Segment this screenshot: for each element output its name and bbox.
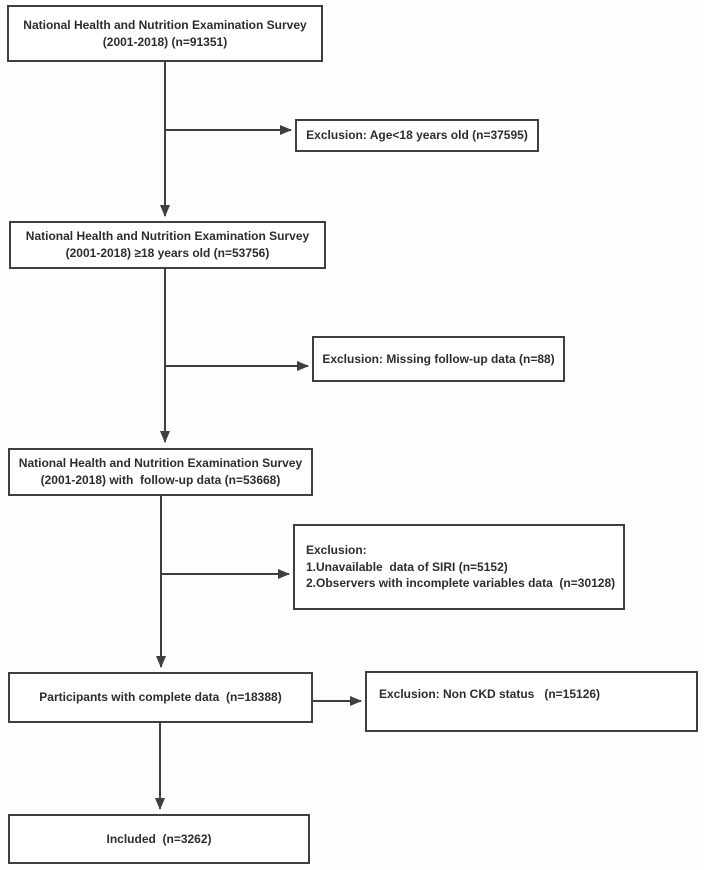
node-nhanes-adults: National Health and Nutrition Examinatio… [9, 221, 326, 269]
node-text-line: Exclusion: Non CKD status (n=15126) [379, 687, 601, 701]
node-exclusion-age: Exclusion: Age<18 years old (n=37595) [295, 119, 539, 152]
node-text-line: Exclusion: Missing follow-up data (n=88) [322, 351, 555, 366]
node-exclusion-siri: Exclusion: 1.Unavailable data of SIRI (n… [293, 524, 625, 610]
node-text-line: Included (n=3262) [106, 831, 212, 846]
node-included: Included (n=3262) [8, 814, 310, 864]
node-text-line: Participants with complete data (n=18388… [39, 690, 282, 705]
node-text-line: (2001-2018) with follow-up data (n=53668… [40, 473, 281, 487]
node-text-line: 2.Observers with incomplete variables da… [306, 576, 616, 591]
node-text-line: National Health and Nutrition Examinatio… [23, 17, 307, 32]
node-text-line: Exclusion: [306, 542, 367, 557]
node-text-line: (2001-2018) (n=91351) [102, 34, 228, 49]
node-text-line: Exclusion: Age<18 years old (n=37595) [306, 128, 528, 143]
node-exclusion-followup: Exclusion: Missing follow-up data (n=88) [312, 336, 565, 382]
node-text-line: 1.Unavailable data of SIRI (n=5152) [306, 559, 508, 574]
node-text-line: National Health and Nutrition Examinatio… [18, 456, 303, 471]
node-exclusion-non-ckd: Exclusion: Non CKD status (n=15126) [365, 671, 698, 732]
node-nhanes-followup: National Health and Nutrition Examinatio… [8, 448, 313, 496]
node-participants-complete: Participants with complete data (n=18388… [8, 672, 313, 723]
node-text-line: National Health and Nutrition Examinatio… [25, 229, 310, 244]
node-nhanes-total: National Health and Nutrition Examinatio… [7, 5, 323, 62]
node-text-line: (2001-2018) ≥18 years old (n=53756) [65, 246, 270, 260]
